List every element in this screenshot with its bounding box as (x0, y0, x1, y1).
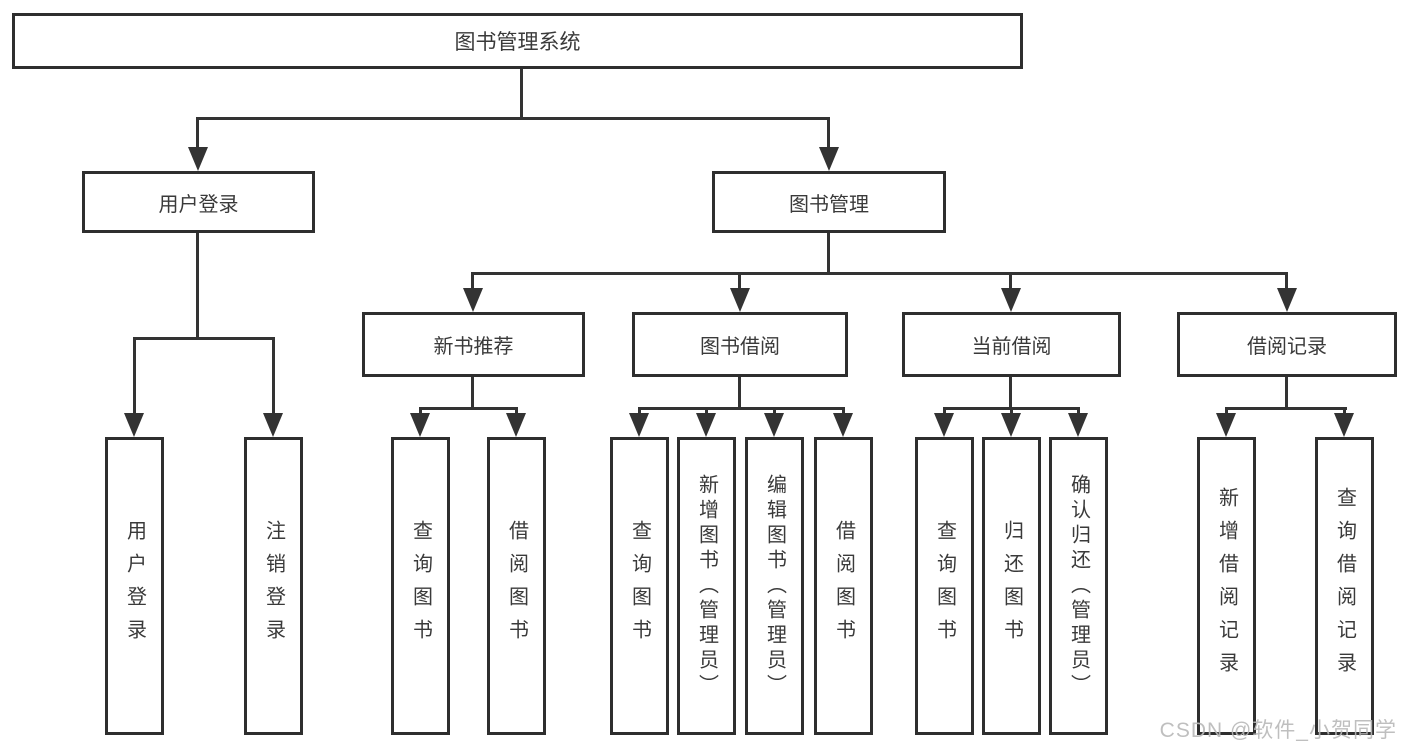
edge-arrowhead-down (1001, 288, 1021, 312)
edge-arrowhead-down (506, 413, 526, 437)
leaf-query-books-borrowing: 查询图书 (610, 437, 669, 735)
edge-arrowhead-down (1068, 413, 1088, 437)
edge-line (943, 407, 946, 415)
edge-line (738, 272, 741, 290)
edge-line (638, 407, 845, 410)
node-label: 当前借阅 (971, 336, 1052, 358)
edge-line (1010, 407, 1013, 415)
node-user-login: 用户登录 (82, 171, 315, 233)
node-label: 新增借阅记录 (1215, 487, 1238, 685)
edge-line (1009, 377, 1012, 407)
edge-arrowhead-down (410, 413, 430, 437)
node-label: 借阅记录 (1247, 336, 1327, 358)
edge-line (827, 117, 830, 149)
node-system-root: 图书管理系统 (12, 13, 1023, 69)
node-label: 用户登录 (158, 193, 239, 216)
leaf-query-books-current: 查询图书 (915, 437, 974, 735)
edge-arrowhead-down (463, 288, 483, 312)
node-label: 查询图书 (628, 520, 651, 652)
edge-arrowhead-down (1277, 288, 1297, 312)
node-new-book-recommend: 新书推荐 (362, 312, 585, 377)
edge-arrowhead-down (1216, 413, 1236, 437)
edge-line (419, 407, 518, 410)
edge-line (196, 117, 830, 120)
leaf-edit-books-admin: 编辑图书（管理员） (745, 437, 804, 735)
leaf-return-books: 归还图书 (982, 437, 1041, 735)
node-label: 新书推荐 (433, 336, 514, 358)
node-label: 注销登录 (262, 520, 285, 652)
edge-line (471, 377, 474, 407)
edge-arrowhead-down (833, 413, 853, 437)
node-label: 借阅图书 (832, 520, 855, 652)
node-book-borrowing: 图书借阅 (632, 312, 848, 377)
node-label: 编辑图书（管理员） (763, 473, 786, 699)
node-label: 用户登录 (123, 520, 146, 652)
node-label: 查询图书 (933, 520, 956, 652)
leaf-borrow-books-recommend: 借阅图书 (487, 437, 546, 735)
edge-line (133, 337, 275, 340)
edge-arrowhead-down (934, 413, 954, 437)
edge-line (1077, 407, 1080, 415)
node-book-management: 图书管理 (712, 171, 946, 233)
edge-line (471, 272, 1288, 275)
edge-line (272, 337, 275, 415)
edge-line (515, 407, 518, 415)
csdn-watermark: CSDN @软件_小贺同学 (1159, 719, 1397, 742)
edge-line (1285, 377, 1288, 407)
edge-arrowhead-down (764, 413, 784, 437)
leaf-query-borrow-record: 查询借阅记录 (1315, 437, 1374, 735)
edge-arrowhead-down (696, 413, 716, 437)
node-label: 新增图书（管理员） (695, 473, 718, 699)
edge-arrowhead-down (124, 413, 144, 437)
edge-arrowhead-down (629, 413, 649, 437)
leaf-logout-action: 注销登录 (244, 437, 303, 735)
edge-arrowhead-down (1334, 413, 1354, 437)
edge-line (1225, 407, 1347, 410)
edge-line (1225, 407, 1228, 415)
edge-line (1343, 407, 1346, 415)
edge-line (638, 407, 641, 415)
node-borrowing-records: 借阅记录 (1177, 312, 1397, 377)
edge-line (1009, 272, 1012, 290)
node-label: 归还图书 (1000, 520, 1023, 652)
leaf-borrow-books-borrowing: 借阅图书 (814, 437, 873, 735)
edge-arrowhead-down (730, 288, 750, 312)
node-label: 查询图书 (409, 520, 432, 652)
node-current-borrowing: 当前借阅 (902, 312, 1121, 377)
node-label: 图书管理 (789, 193, 869, 216)
edge-line (196, 233, 199, 337)
leaf-add-borrow-record: 新增借阅记录 (1197, 437, 1256, 735)
node-label: 确认归还（管理员） (1067, 473, 1090, 699)
node-label: 查询借阅记录 (1333, 487, 1356, 685)
edge-line (773, 407, 776, 415)
edge-line (419, 407, 422, 415)
edge-arrowhead-down (1001, 413, 1021, 437)
edge-line (705, 407, 708, 415)
edge-line (827, 233, 830, 272)
edge-line (471, 272, 474, 290)
edge-arrowhead-down (819, 147, 839, 171)
leaf-confirm-return-admin: 确认归还（管理员） (1049, 437, 1108, 735)
node-label: 图书管理系统 (454, 31, 581, 54)
leaf-query-books-recommend: 查询图书 (391, 437, 450, 735)
edge-line (133, 337, 136, 415)
node-label: 图书借阅 (700, 336, 780, 358)
edge-arrowhead-down (188, 147, 208, 171)
edge-line (196, 117, 199, 149)
edge-line (520, 69, 523, 117)
edge-arrowhead-down (263, 413, 283, 437)
edge-line (738, 377, 741, 407)
leaf-user-login-action: 用户登录 (105, 437, 164, 735)
edge-line (1285, 272, 1288, 290)
edge-line (842, 407, 845, 415)
leaf-add-books-admin: 新增图书（管理员） (677, 437, 736, 735)
node-label: 借阅图书 (505, 520, 528, 652)
